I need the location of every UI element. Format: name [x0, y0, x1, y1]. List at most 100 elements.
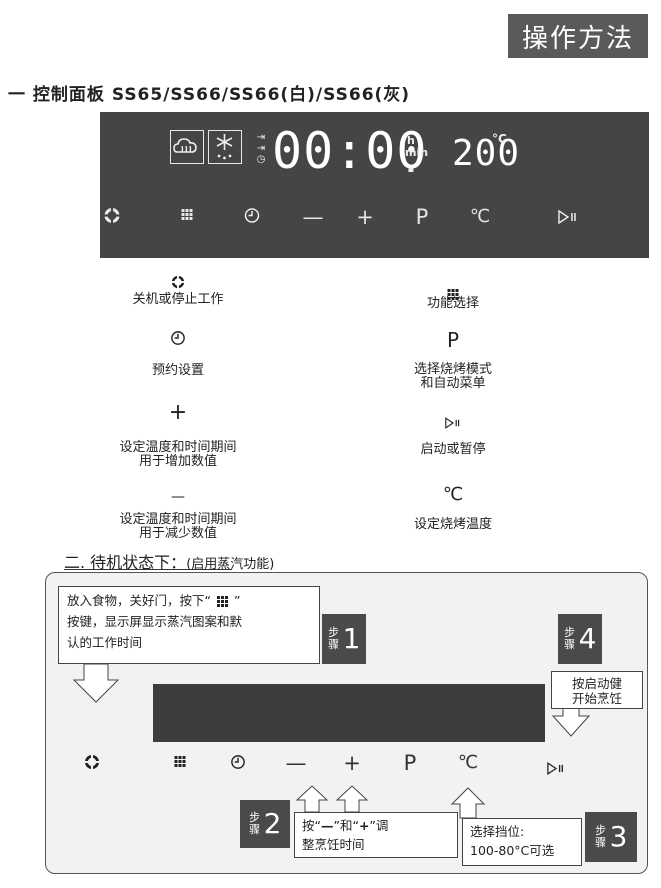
legend-plus-icon: + [168, 400, 188, 425]
start-pause-button[interactable] [558, 206, 578, 228]
step3-note: 选择挡位: 100-80°C可选 [462, 818, 582, 866]
arrow-up-plus [335, 785, 369, 813]
play-pause-icon [547, 761, 563, 776]
legend-function-icon [447, 276, 459, 300]
legend-program-text1: 选择烧烤模式 [413, 362, 493, 377]
program-button[interactable]: P [415, 205, 429, 229]
step-label: 步 [328, 626, 340, 639]
step-label: 步 [595, 824, 607, 837]
step-label: 骤 [595, 836, 607, 849]
minus-symbol: — [320, 818, 334, 833]
timer-mode-icon: ⇥⇥◷ [256, 132, 266, 165]
defrost-icon [208, 130, 242, 164]
step1-line2: 按键，显示屏显示蒸汽图案和默 [67, 614, 243, 629]
step2-line1-end: ”调 [369, 818, 389, 833]
minute-label: min [405, 146, 429, 159]
play-pause-icon [558, 209, 576, 225]
step-label: 步 [564, 626, 576, 639]
temp-unit-label: °C [492, 132, 507, 146]
step1-line1: 放入食物，关好门，按下“ [67, 593, 211, 608]
clock-button-2[interactable] [230, 752, 246, 774]
step4-number: 4 [578, 622, 597, 655]
legend-start-text: 启动或暂停 [420, 442, 486, 457]
step-label: 骤 [564, 638, 576, 651]
legend-minus-icon: — [171, 489, 185, 505]
legend-program-icon: P [446, 328, 460, 352]
section2-underline [64, 569, 232, 570]
step1-line3: 认的工作时间 [67, 635, 143, 650]
legend-plus-text2: 用于增加数值 [138, 454, 218, 469]
step1-line1-end: ” [233, 593, 241, 608]
legend-clock-text: 预约设置 [151, 363, 205, 378]
clock-button[interactable] [244, 206, 261, 228]
step-label: 骤 [328, 638, 340, 651]
minus-button[interactable]: — [302, 205, 324, 229]
step2-number: 2 [263, 807, 282, 840]
step4-line2: 开始烹饪 [571, 691, 622, 706]
step2-line2: 整烹饪时间 [302, 837, 365, 852]
plus-button-2[interactable]: + [343, 751, 361, 775]
start-pause-button-2[interactable] [547, 757, 565, 779]
step4-line1: 按启动健 [571, 676, 622, 691]
legend-power-text: 关机或停止工作 [132, 292, 224, 307]
steam-cloud-icon [170, 130, 204, 164]
lock-icon: 🔒︎ [408, 162, 414, 175]
arrow-down-step1 [72, 663, 120, 703]
legend-power-icon [171, 273, 185, 293]
function-button[interactable] [181, 209, 193, 220]
program-button-2[interactable]: P [403, 751, 417, 775]
step3-number: 3 [609, 820, 628, 853]
legend-function-text: 功能选择 [426, 296, 480, 311]
control-panel: ⇥⇥◷ 00:00 h min 🔒︎ 200 °C — + P ℃ [100, 112, 649, 258]
legend-temp-icon: ℃ [442, 484, 464, 505]
function-grid-icon [181, 209, 193, 220]
power-icon [103, 207, 121, 224]
power-button[interactable] [103, 206, 121, 228]
step2-line1-mid: ”和“ [333, 818, 359, 833]
legend-clock-icon [170, 330, 186, 350]
minus-button-2[interactable]: — [285, 751, 307, 775]
section2-subtitle: (启用蒸汽功能) [186, 557, 275, 572]
plus-button[interactable]: + [356, 205, 374, 229]
legend-minus-text2: 用于减少数值 [138, 526, 218, 541]
temp-button-2[interactable]: ℃ [457, 752, 479, 773]
step-label: 步 [249, 811, 261, 824]
legend-start-icon [445, 413, 461, 433]
power-button-2[interactable] [84, 752, 100, 774]
oven-display-blank [153, 684, 545, 742]
step-label: 骤 [249, 823, 261, 836]
step3-line2: 100-80°C可选 [470, 843, 555, 858]
section2-heading: 二. 待机状态下： [64, 553, 187, 572]
step4-note: 按启动健 开始烹饪 [551, 671, 643, 709]
step2-note: 按“—”和“+”调 整烹饪时间 [294, 812, 458, 858]
step3-line1: 选择挡位: [470, 824, 525, 839]
section1-title: 一 控制面板 SS65/SS66/SS66(白)/SS66(灰) [8, 85, 411, 105]
legend-minus-text1: 设定温度和时间期间 [119, 512, 237, 527]
arrow-up-temp [450, 787, 486, 819]
step2-line1: 按“ [302, 818, 321, 833]
legend-plus-text1: 设定温度和时间期间 [119, 440, 237, 455]
page-title: 操作方法 [508, 14, 648, 58]
clock-icon [244, 208, 260, 223]
function-grid-icon [216, 596, 228, 607]
legend-program-text2: 和自动菜单 [420, 376, 486, 391]
legend-temp-text: 设定烧烤温度 [413, 517, 493, 532]
step1-note: 放入食物，关好门，按下“ ” 按键，显示屏显示蒸汽图案和默 认的工作时间 [58, 586, 320, 664]
function-grid-icon [174, 756, 186, 767]
temperature-display: 200 [452, 133, 521, 174]
step1-number: 1 [342, 622, 361, 655]
temp-button[interactable]: ℃ [469, 206, 491, 227]
clock-icon [231, 755, 245, 769]
plus-symbol: + [358, 818, 370, 833]
time-display: 00:00 [272, 122, 428, 180]
power-icon [84, 754, 100, 770]
function-button-2[interactable] [174, 756, 186, 767]
arrow-up-minus [295, 785, 329, 813]
section2-title: 二. 待机状态下：(启用蒸汽功能) [64, 549, 274, 573]
hour-label: h [407, 134, 415, 147]
